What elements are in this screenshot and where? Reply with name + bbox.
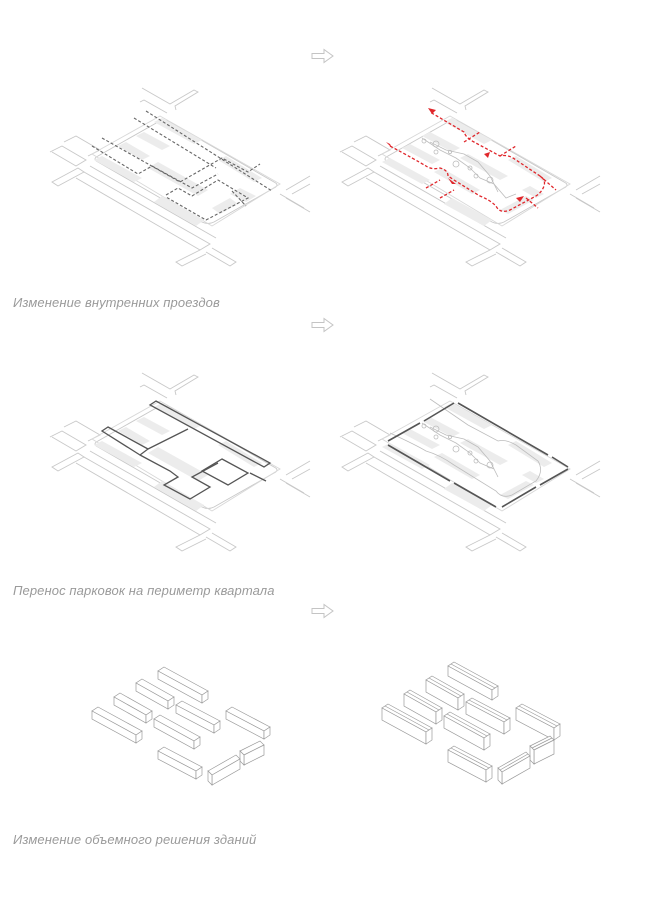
diagram-existing-driveways [40, 80, 311, 270]
diagram-existing-volumes [90, 655, 280, 795]
section-caption: Изменение объемного решения зданий [13, 832, 257, 847]
perimeter-parking [387, 402, 569, 508]
section-caption: Изменение внутренних проездов [13, 295, 220, 310]
road-grid [339, 87, 601, 267]
right-arrow-icon [311, 317, 335, 338]
diagram-new-driveways [330, 80, 610, 270]
building-footprints [94, 403, 262, 511]
parking-lots [100, 400, 272, 500]
pedestrian-paths [389, 398, 541, 497]
diagram-perimeter-parking [330, 365, 610, 555]
diagram-existing-parking [40, 365, 311, 555]
flat-roof-volumes [91, 666, 271, 786]
pedestrian-paths [421, 137, 517, 199]
section-caption: Перенос парковок на периметр квартала [13, 583, 275, 598]
pitched-roof-volumes [381, 661, 561, 785]
driveway-arrow-icons [386, 108, 524, 202]
new-driveways-red [389, 111, 557, 212]
existing-driveways-dashed [91, 110, 273, 221]
diagram-new-volumes [380, 650, 570, 790]
right-arrow-icon [311, 48, 335, 69]
building-footprints [382, 118, 552, 226]
building-footprints [94, 118, 262, 226]
right-arrow-icon [311, 603, 335, 624]
